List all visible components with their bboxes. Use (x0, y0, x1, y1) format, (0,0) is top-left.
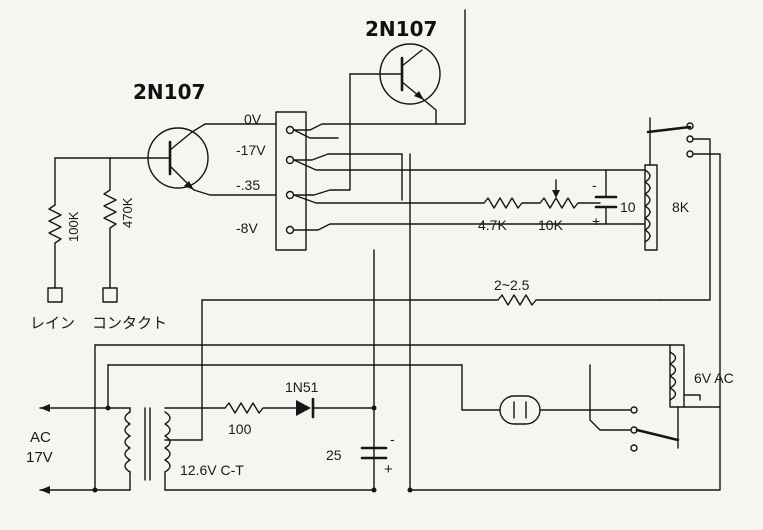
transformer (124, 407, 171, 481)
terminal-strip (275, 111, 307, 251)
c25-minus: - (390, 431, 395, 447)
r470k-label: 470K (120, 197, 135, 228)
terminal-8v-label: -8V (236, 220, 258, 236)
mains-line1: AC (30, 429, 51, 446)
resistor-4-7k (483, 197, 541, 209)
relay2-label: 6V AC (694, 370, 734, 386)
terminal-035-label: -.35 (236, 177, 260, 193)
mains-line2: 17V (26, 449, 53, 466)
resistor-2-2-5 (201, 294, 661, 441)
c10-plus: + (592, 213, 600, 229)
rain-contact-pad-2 (102, 287, 118, 303)
mains-input (39, 344, 131, 494)
r10k-label: 10K (538, 217, 564, 233)
r100k-label: 100K (66, 211, 81, 242)
transistor-q1 (109, 127, 209, 191)
relay-8k (409, 117, 721, 491)
rain-contact-pad-1 (47, 287, 63, 303)
transistor-q2 (349, 43, 441, 105)
relay-6vac (589, 344, 721, 452)
relay1-label: 8K (672, 199, 690, 215)
upper-wiring (54, 9, 646, 491)
capacitor-25 (360, 446, 388, 460)
contact-label: コンタクト (92, 315, 167, 332)
r4-7k-label: 4.7K (478, 217, 507, 233)
r2-2-5-label: 2~2.5 (494, 277, 530, 293)
diode-label: 1N51 (285, 379, 319, 395)
rain-label: レイン (30, 315, 75, 332)
lamp-circuit (94, 344, 671, 425)
terminal-0v-label: 0V (244, 111, 262, 127)
c10-label: 10 (620, 199, 636, 215)
terminal-17v-label: -17V (236, 142, 266, 158)
secondary-wiring (92, 397, 413, 493)
r100-label: 100 (228, 421, 252, 437)
q2-label: 2N107 (365, 17, 437, 41)
c10-minus: - (592, 177, 597, 193)
transformer-label: 12.6V C-T (180, 462, 244, 478)
resistor-470k (103, 189, 117, 289)
resistor-100k (48, 204, 62, 289)
c25-plus: + (384, 461, 393, 478)
capacitor-10 (594, 169, 618, 225)
c25-label: 25 (326, 447, 342, 463)
potentiometer-10k (539, 179, 601, 209)
q1-label: 2N107 (133, 80, 205, 104)
